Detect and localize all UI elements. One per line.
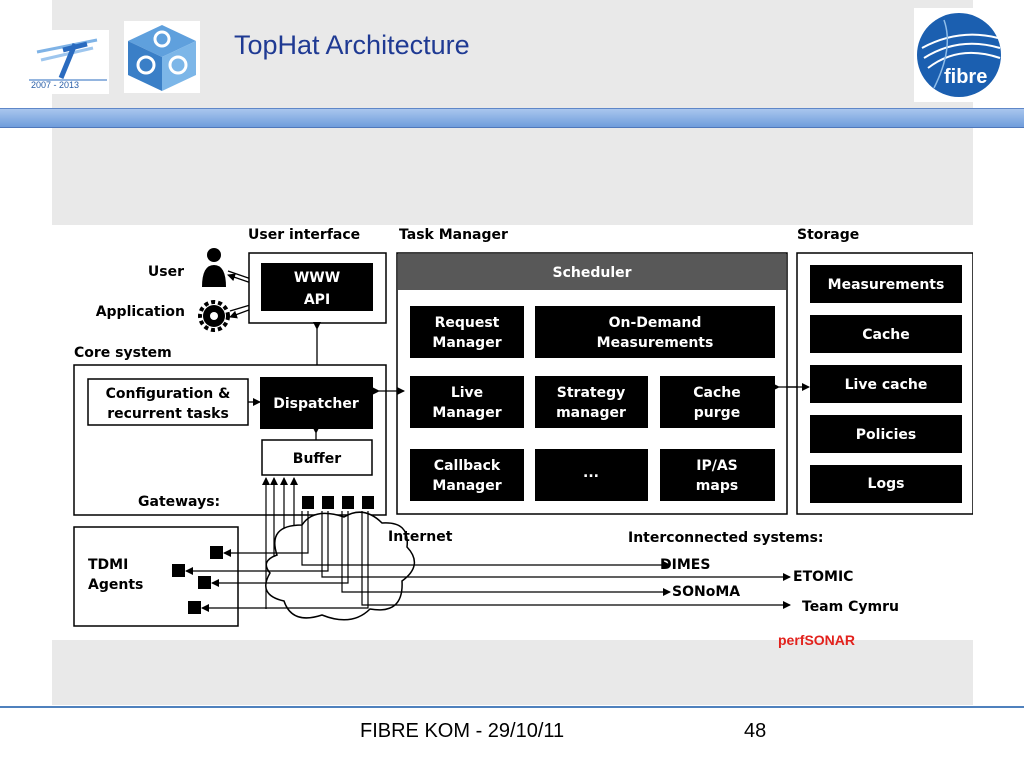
request-manager-line1: Request [435, 315, 500, 331]
dispatcher-label: Dispatcher [273, 396, 359, 412]
slide-title: TopHat Architecture [234, 30, 470, 60]
storage-live-cache-label: Live cache [845, 377, 928, 393]
user-icon [202, 248, 226, 287]
cache-purge-line2: purge [694, 405, 740, 421]
storage-policies-box [810, 415, 962, 453]
label-task-manager: Task Manager [399, 227, 508, 243]
system-sonoma: SONoMA [672, 584, 740, 600]
diagram-canvas: User interface Task Manager Storage Core… [73, 227, 973, 627]
cache-purge-box [660, 376, 775, 428]
buffer-box [261, 439, 373, 476]
storage-logs-label: Logs [868, 476, 905, 492]
request-manager-line2: Manager [432, 335, 501, 351]
storage-measurements-box [810, 265, 962, 303]
system-etomic: ETOMIC [793, 569, 853, 585]
link-agent [223, 511, 309, 557]
api-label: API [304, 292, 330, 308]
live-manager-box [410, 376, 524, 428]
on-demand-box [535, 306, 775, 358]
fibre-logo-word: fibre [944, 66, 988, 88]
scheduler-label: Scheduler [552, 265, 631, 281]
cube-logo-graphic [128, 25, 196, 91]
www-api-box [261, 263, 373, 311]
label-interconnected: Interconnected systems: [628, 530, 824, 546]
strategy-manager-box [535, 376, 648, 428]
perfsonar-link[interactable]: perfSONAR [778, 632, 856, 648]
actor-application: Application [96, 304, 185, 320]
system-team-cymru: Team Cymru [802, 599, 899, 615]
page-number: 48 [744, 720, 767, 742]
fibre-logo-graphic [917, 13, 1001, 97]
tdmi-line1: TDMI [88, 557, 128, 573]
www-label: WWW [294, 270, 340, 286]
label-storage: Storage [797, 227, 859, 243]
ellipsis-label: ... [583, 465, 599, 481]
label-gateways: Gateways: [138, 494, 220, 510]
on-demand-line1: On-Demand [609, 315, 702, 331]
agent-square [188, 601, 201, 614]
architecture-diagram: User interface Task Manager Storage Core… [52, 225, 973, 640]
fp7-logo: 2007 - 2013 [27, 30, 109, 94]
link-agent [211, 511, 349, 587]
gateway-square [302, 496, 314, 509]
cube-logo [124, 21, 200, 93]
storage-cache-box [810, 315, 962, 353]
storage-live-cache-box [810, 365, 962, 403]
gateway-square [362, 496, 374, 509]
agent-square [172, 564, 185, 577]
link-agent [185, 511, 329, 575]
scheduler-bar [398, 254, 786, 290]
storage-logs-box [810, 465, 962, 503]
strategy-manager-line2: manager [556, 405, 626, 421]
gear-icon [198, 300, 230, 332]
fibre-logo: fibre [914, 8, 1004, 102]
ipas-maps-box [660, 449, 775, 501]
link-sonoma [341, 511, 671, 596]
ipas-maps-line1: IP/AS [696, 458, 738, 474]
link-dimes [301, 511, 671, 569]
footer-divider [0, 706, 1024, 708]
buffer-label: Buffer [293, 451, 341, 467]
gateway-square [322, 496, 334, 509]
label-core-system: Core system [74, 345, 172, 361]
agent-square [210, 546, 223, 559]
strategy-manager-line1: Strategy [557, 385, 625, 401]
gateway-square [342, 496, 354, 509]
fp7-years: 2007 - 2013 [31, 80, 80, 90]
request-manager-box [410, 306, 524, 358]
system-dimes: DIMES [660, 557, 710, 573]
ipas-maps-line2: maps [696, 478, 738, 494]
on-demand-line2: Measurements [597, 335, 714, 351]
live-manager-line2: Manager [432, 405, 501, 421]
link-team-cymru [361, 511, 791, 609]
live-manager-line1: Live [451, 385, 483, 401]
ellipsis-box [535, 449, 648, 501]
agent-square [198, 576, 211, 589]
callback-manager-box [410, 449, 524, 501]
header-band [0, 108, 1024, 128]
tdmi-line2: Agents [88, 577, 143, 593]
config-line1: Configuration & [106, 386, 231, 402]
actor-user: User [148, 264, 184, 280]
label-internet: Internet [388, 529, 453, 545]
dispatcher-box [260, 377, 373, 429]
cache-purge-line1: Cache [693, 385, 740, 401]
label-user-interface: User interface [248, 227, 360, 243]
footer-text: FIBRE KOM - 29/10/11 [360, 720, 565, 742]
callback-manager-line2: Manager [432, 478, 501, 494]
callback-manager-line1: Callback [434, 458, 501, 474]
storage-policies-label: Policies [856, 427, 916, 443]
fp7-logo-graphic [29, 38, 107, 81]
link-agent [201, 511, 369, 612]
storage-measurements-label: Measurements [828, 277, 945, 293]
storage-cache-label: Cache [862, 327, 909, 343]
link-etomic [321, 511, 791, 581]
config-line2: recurrent tasks [107, 406, 229, 422]
